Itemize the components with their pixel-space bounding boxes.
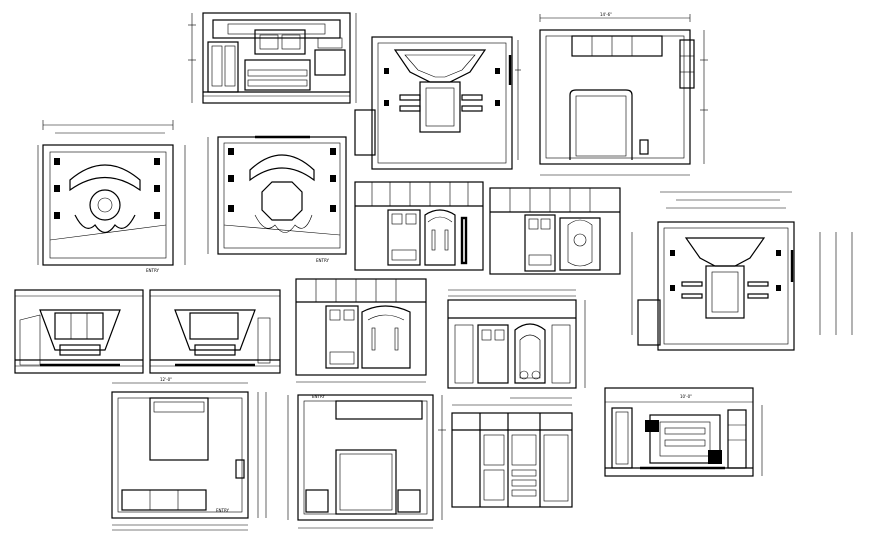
plan-bottom-left: 12'-0" ENTRY (111, 377, 267, 531)
ceiling-plan-octagon: ENTRY (207, 135, 347, 263)
ceiling-plan-ornate-left: ENTRY (37, 120, 186, 273)
entry-label: ENTRY (146, 268, 159, 273)
dimension-label: 12'-0" (160, 377, 172, 382)
wardrobe-elevation-arches (447, 289, 586, 389)
entry-label: ENTRY (312, 394, 325, 399)
ceiling-plan-fan (354, 36, 521, 170)
plan-top-right: 14'-6" (539, 12, 708, 176)
wardrobe-elevation-center (354, 181, 484, 271)
plan-bottom-center: ENTRY (287, 394, 446, 529)
ceiling-plan-right (631, 191, 853, 351)
dimension-label: 14'-6" (600, 12, 612, 17)
entry-label: ENTRY (216, 508, 229, 513)
wardrobe-elevation-center-right (489, 187, 621, 275)
dimension-label: 10'-0" (680, 394, 692, 399)
elevation-left-1 (14, 289, 144, 374)
elevation-bottom-right: 10'-0" (604, 387, 763, 477)
elevation-left-2 (149, 289, 281, 374)
wardrobe-elevation-mid (295, 278, 427, 383)
wardrobe-elevation-bottom (451, 397, 573, 508)
entry-label: ENTRY (316, 258, 329, 263)
elevation-top-small (188, 12, 357, 104)
